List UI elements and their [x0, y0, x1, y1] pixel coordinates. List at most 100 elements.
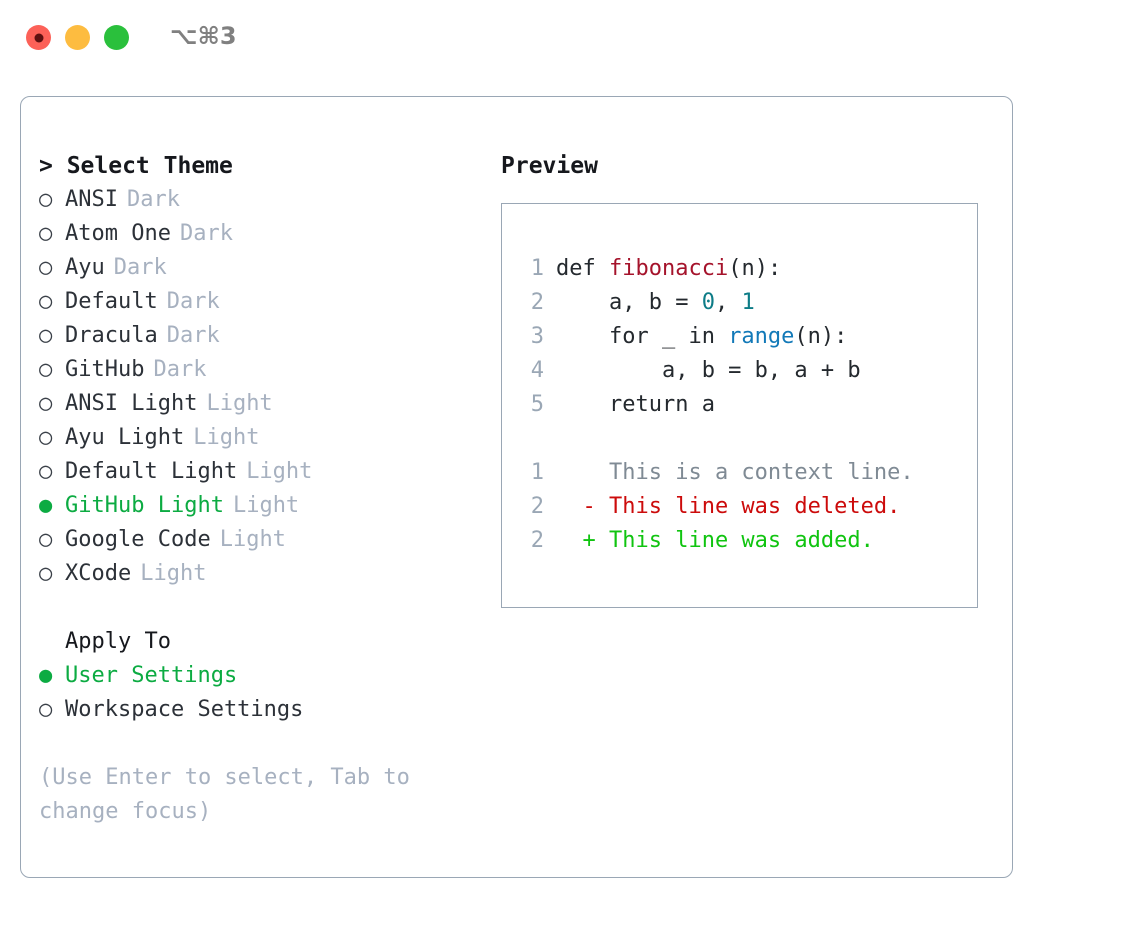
- theme-item-variant: Dark: [166, 289, 220, 314]
- theme-item-variant: Light: [193, 425, 260, 450]
- code-token: for _ in: [556, 324, 729, 349]
- code-line: 1 def fibonacci(n):: [518, 252, 977, 286]
- theme-item[interactable]: ○ Ayu Light Light: [39, 421, 489, 455]
- list-gap: [39, 591, 489, 625]
- code-line-number: 1: [530, 256, 544, 281]
- theme-item-label: ANSI Light: [65, 391, 198, 416]
- theme-item-variant: Light: [140, 561, 207, 586]
- keyboard-shortcut-label: ⌥⌘3: [170, 22, 237, 50]
- code-line-number: 3: [530, 324, 544, 349]
- maximize-button[interactable]: [104, 25, 129, 50]
- keyboard-hint-text: (Use Enter to select, Tab to change focu…: [39, 765, 424, 824]
- radio-unselected-icon: ○: [39, 527, 53, 552]
- theme-item-variant: Light: [232, 493, 300, 518]
- radio-unselected-icon: ○: [39, 391, 53, 416]
- diff-marker: [556, 456, 609, 490]
- theme-item-label: Default Light: [65, 459, 238, 484]
- code-line-number: 5: [530, 392, 544, 417]
- radio-unselected-icon: ○: [39, 561, 53, 586]
- radio-unselected-icon: ○: [39, 425, 53, 450]
- code-token: return a: [556, 392, 715, 417]
- theme-item-label: Default: [65, 289, 158, 314]
- section-title-select-theme: > Select Theme: [39, 153, 233, 179]
- code-token: 0: [701, 290, 715, 315]
- code-token: fibonacci: [608, 256, 729, 281]
- diff-line-text: This is a context line.: [608, 460, 914, 485]
- theme-item[interactable]: ○ XCode Light: [39, 557, 489, 591]
- apply-to-item-label: Workspace Settings: [65, 697, 304, 722]
- radio-unselected-icon: ○: [39, 221, 53, 246]
- close-button[interactable]: [26, 25, 51, 50]
- title-bar: ⌥⌘3: [0, 0, 1140, 78]
- radio-unselected-icon: ○: [39, 697, 53, 722]
- theme-item-variant: Dark: [166, 323, 220, 348]
- theme-item[interactable]: ○ Google Code Light: [39, 523, 489, 557]
- diff-line: 2 - This line was deleted.: [518, 490, 977, 524]
- theme-item-label: GitHub Light: [65, 493, 224, 518]
- theme-item-label: XCode: [65, 561, 132, 586]
- theme-item[interactable]: ● GitHub Light Light: [39, 489, 489, 523]
- diff-line-text: This line was deleted.: [608, 494, 901, 519]
- theme-item[interactable]: ○ ANSI Light Light: [39, 387, 489, 421]
- apply-to-item-label: User Settings: [65, 663, 238, 688]
- code-line: 3 for _ in range(n):: [518, 320, 977, 354]
- diff-line-number: 2: [530, 494, 544, 519]
- theme-item-variant: Light: [219, 527, 286, 552]
- diff-sample: 1 This is a context line.2 - This line w…: [518, 456, 977, 558]
- theme-item-label: ANSI: [65, 187, 118, 212]
- code-token: (n):: [728, 256, 782, 281]
- apply-to-item[interactable]: ● User Settings: [39, 659, 489, 693]
- theme-item-label: Atom One: [65, 221, 171, 246]
- radio-selected-icon: ●: [39, 493, 53, 518]
- theme-item-label: Google Code: [65, 527, 211, 552]
- theme-item-variant: Dark: [153, 357, 207, 382]
- theme-item-label: GitHub: [65, 357, 145, 382]
- diff-line: 1 This is a context line.: [518, 456, 977, 490]
- theme-item[interactable]: ○ Atom One Dark: [39, 217, 489, 251]
- theme-item-variant: Dark: [126, 187, 180, 212]
- theme-item[interactable]: ○ ANSI Dark: [39, 183, 489, 217]
- theme-item[interactable]: ○ GitHub Dark: [39, 353, 489, 387]
- code-line: 5 return a: [518, 388, 977, 422]
- code-token: def: [556, 256, 609, 281]
- code-token: a, b = b, a + b: [556, 358, 861, 383]
- section-title-apply-to: Apply To: [65, 629, 171, 654]
- theme-item-variant: Dark: [179, 221, 233, 246]
- diff-marker: -: [556, 494, 609, 519]
- diff-line-number: 2: [530, 528, 544, 553]
- theme-item-label: Ayu Light: [65, 425, 185, 450]
- code-token: range: [728, 324, 795, 349]
- diff-line-number: 1: [530, 460, 544, 485]
- radio-unselected-icon: ○: [39, 187, 53, 212]
- preview-title: Preview: [501, 153, 598, 179]
- code-diff-gap: [518, 422, 977, 456]
- code-token: 1: [741, 290, 755, 315]
- traffic-lights: [26, 25, 129, 50]
- code-line: 2 a, b = 0, 1: [518, 286, 977, 320]
- code-token: a, b =: [556, 290, 702, 315]
- code-line: 4 a, b = b, a + b: [518, 354, 977, 388]
- theme-item-variant: Light: [246, 459, 313, 484]
- theme-item-variant: Light: [206, 391, 273, 416]
- apply-to-item[interactable]: ○ Workspace Settings: [39, 693, 489, 727]
- hint-gap: [39, 727, 489, 761]
- radio-unselected-icon: ○: [39, 323, 53, 348]
- radio-selected-icon: ●: [39, 663, 53, 688]
- radio-unselected-icon: ○: [39, 357, 53, 382]
- apply-to-list[interactable]: ● User Settings ○ Workspace Settings: [39, 659, 489, 727]
- diff-line-text: This line was added.: [608, 528, 874, 553]
- minimize-button[interactable]: [65, 25, 90, 50]
- diff-line: 2 + This line was added.: [518, 524, 977, 558]
- code-line-number: 2: [530, 290, 544, 315]
